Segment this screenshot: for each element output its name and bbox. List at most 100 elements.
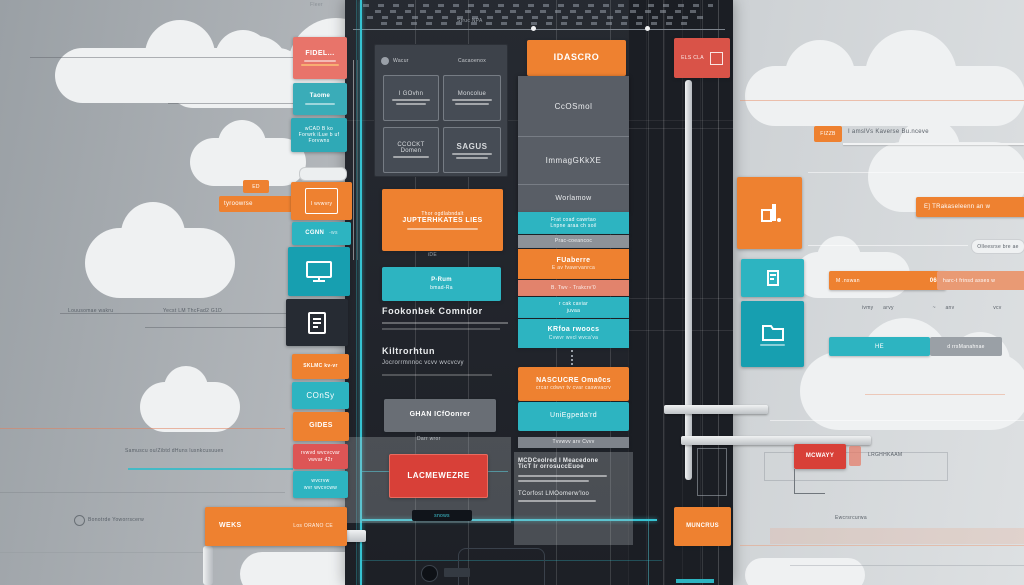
code-strip-row — [375, 10, 705, 13]
uniegpeda-box: UniEgpeda'rd — [518, 402, 629, 431]
code-strip-row — [381, 22, 691, 25]
text-line — [382, 328, 500, 330]
heading-sub: Jocrorrmnnoc vcvv wvcvcvy — [382, 360, 464, 366]
orange-bar: E] TRakaseleenn an w — [916, 197, 1024, 217]
connector-line — [60, 313, 293, 314]
connector-line — [770, 420, 1024, 421]
stack-strip: Prac-coeancoc — [518, 235, 629, 248]
panel-line: MCDCeolred I Meacedone — [518, 458, 599, 464]
strip-line: KRfoa rwoocs — [547, 326, 600, 333]
horizontal-pipe — [681, 436, 871, 445]
strip-line: FUaberre — [556, 256, 591, 264]
box-line: Taome — [309, 93, 331, 100]
stack-section: Worlamow — [518, 185, 629, 212]
stack-section: ImmagGKkXE — [518, 137, 629, 185]
connector-line-salmon — [865, 394, 1005, 395]
salmon-bar: harc-t frinsd asses w — [937, 271, 1024, 290]
mcwayy-caption: LRGHHKAAM — [868, 452, 903, 458]
section-label: CcOSmol — [554, 101, 593, 111]
strip-line: juvaa — [566, 307, 581, 314]
cloud-top-right — [745, 30, 1024, 126]
pill-label: Olleesrse bre ae — [971, 239, 1024, 254]
sklmc-box: SKLMC kv-vr — [292, 354, 349, 379]
circuit-line — [362, 560, 662, 561]
connector-line-salmon — [0, 428, 285, 429]
connector-line — [0, 492, 285, 493]
cloud-right-low — [800, 318, 1024, 430]
input-pill — [299, 167, 347, 181]
muncrus-box: MUNCRUS — [674, 507, 731, 546]
text-line — [305, 102, 335, 105]
stack-bottom-panel: MCDCeolred I Meacedone TicT Ir orrosuccE… — [514, 452, 633, 545]
box-line: LACMEWEZRE — [407, 471, 470, 480]
text-line — [382, 322, 508, 324]
box-line: GIDES — [309, 422, 333, 430]
dark-subpanel-right — [628, 0, 733, 585]
card-grid-header-right: Cacaoenox — [443, 50, 501, 72]
ruler-line — [353, 60, 354, 260]
box-line: Forwrk iLue b uf — [298, 131, 340, 138]
header-label: Wacur — [393, 58, 409, 64]
ide-label: iDE — [428, 252, 437, 258]
strip-line: Cvwvr wvcl wvca'va — [548, 334, 599, 341]
consy-box: COnSy — [292, 382, 349, 409]
globe-circle-icon — [421, 565, 438, 582]
mcwayy-box: MCWAYY — [794, 444, 846, 469]
connector-line — [30, 57, 293, 58]
stack-strip: FUaberre E av fvawrvanrca — [518, 249, 629, 279]
teal-bar: HE — [829, 337, 930, 356]
cloud-puff — [860, 318, 950, 408]
teal-small-box: wvcrvw wvr wvcvcww — [293, 471, 348, 498]
cgnn-box: CGNN -ws — [292, 222, 351, 245]
stack-strip: Frat coad cawrtao Lnpne araa ch soil — [518, 212, 629, 234]
bar-label: harc-t frinsd asses w — [943, 277, 996, 284]
box-line: P-Rum — [431, 277, 452, 284]
text-line — [455, 103, 489, 105]
card-title: Moncolue — [457, 91, 487, 97]
text-line — [451, 99, 493, 101]
code-strip-row — [363, 4, 713, 7]
panel-box — [741, 259, 804, 297]
gray-bar: d rrsManahnae — [930, 337, 1002, 356]
box-line: vwvar 42r — [308, 456, 333, 463]
box-line: IDASCRO — [553, 52, 600, 63]
right-caption: Ewcrsrcurwa — [835, 515, 867, 521]
connector-line — [808, 245, 968, 246]
grid-line — [702, 0, 703, 585]
box-line: CGNN — [305, 229, 325, 236]
struc-label: Struc NPA — [457, 18, 483, 24]
monitor-box — [288, 247, 350, 296]
nascucre-box: NASCUCRE Oma0cs crcar cdwvr tv cvar casw… — [518, 367, 629, 401]
text-line — [396, 103, 426, 105]
lacmewezre-box: LACMEWEZRE — [389, 454, 488, 498]
code-strip-row — [367, 16, 712, 19]
card-title: Domen — [400, 148, 422, 154]
bar-value: 06. — [929, 277, 939, 284]
box-line: GHAN ICfOonrer — [409, 411, 471, 419]
cloud-puff — [164, 366, 208, 410]
bar-label: d rrsManahnae — [947, 343, 985, 350]
box-line: WEKS — [219, 522, 242, 530]
header-label: Cacaoenox — [458, 58, 486, 64]
monitor-icon — [306, 260, 332, 282]
connector-line — [808, 172, 1024, 173]
tyroowrse-bar: tyroowrse — [219, 196, 297, 212]
elbow-connector — [794, 469, 825, 494]
document-icon — [308, 311, 326, 334]
grid-line — [628, 298, 733, 299]
grid-card: Moncolue — [443, 75, 501, 121]
circuit-line-vertical — [360, 0, 362, 585]
box-line: ELS CLA — [681, 54, 704, 61]
cloud-left — [85, 202, 235, 298]
cloud-puff — [898, 118, 960, 180]
text-line — [407, 227, 478, 230]
text-line — [518, 500, 596, 502]
box-line: wvr wvcvcww — [303, 484, 338, 491]
box-line: bmad-Ra — [430, 284, 453, 291]
connector-line-salmon — [740, 100, 1024, 101]
ghan-box: GHAN ICfOonrer — [384, 399, 496, 432]
stack-gray-block: CcOSmol ImmagGKkXE Worlamow — [518, 76, 629, 212]
box-line: UniEgpeda'rd — [550, 412, 597, 420]
bar-label: M .nswan — [836, 277, 860, 284]
idascro-header: IDASCRO — [527, 40, 626, 76]
